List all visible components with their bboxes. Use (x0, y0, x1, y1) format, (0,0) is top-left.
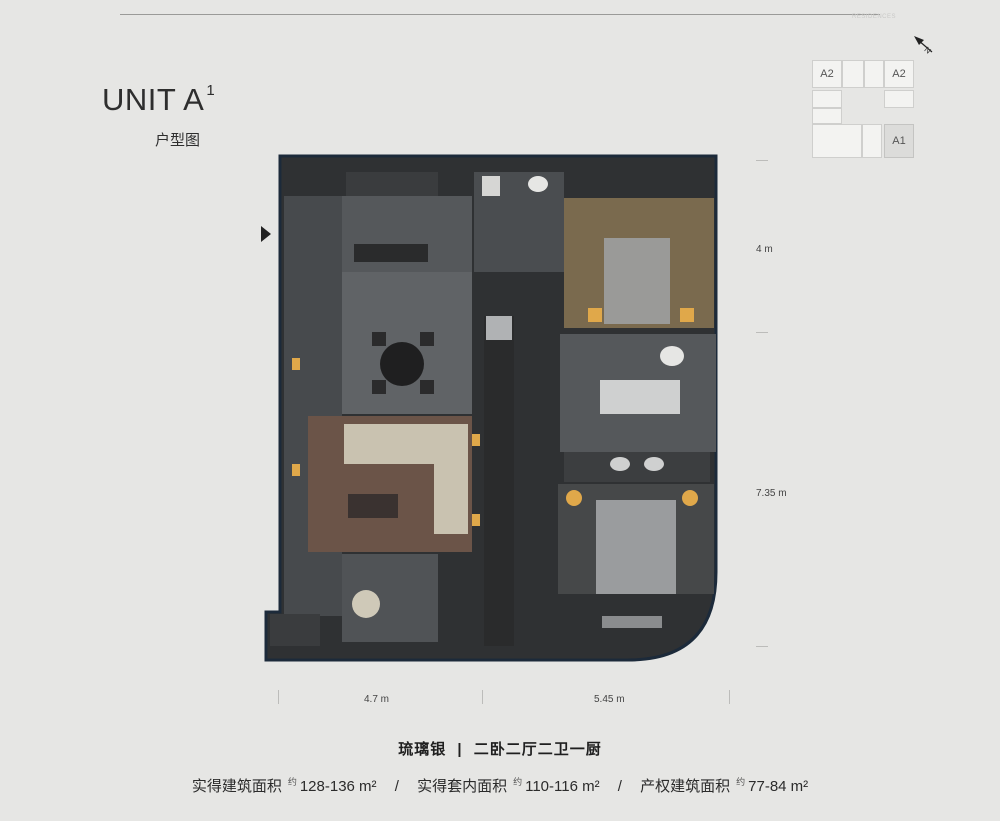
bathtub (600, 380, 680, 414)
bed-2 (596, 500, 676, 594)
floor-plan (264, 154, 718, 662)
tv-console (602, 616, 662, 628)
entrance-arrow-icon (261, 226, 271, 242)
approx-tag: 约 (287, 777, 297, 787)
dimension-bottom-left: 4.7 m (364, 694, 390, 705)
area-label: 实得建筑面积 (191, 778, 282, 795)
unit-layout: 二卧二厅二卫一厨 (473, 741, 602, 758)
area-label: 实得套内面积 (417, 778, 508, 795)
key-plan-cell: A2 (812, 60, 842, 88)
key-plan: A2 A2 A1 (812, 60, 914, 160)
dimension-tick (756, 332, 768, 333)
sink-1 (482, 176, 500, 196)
toilet-2 (660, 346, 684, 366)
area-value: 77-84 m² (748, 778, 809, 795)
coffee-table (348, 494, 398, 518)
key-plan-cell (812, 108, 842, 124)
key-plan-cell (812, 124, 862, 158)
key-plan-cell-label: A2 (892, 68, 906, 80)
vanity (564, 452, 710, 482)
dimension-tick (756, 646, 768, 647)
kitchen-island (354, 244, 428, 262)
armchair (352, 590, 380, 618)
area-label: 产权建筑面积 (640, 778, 731, 795)
dining-table (380, 342, 424, 386)
key-plan-cell (884, 90, 914, 108)
unit-type-line: 琉璃银 | 二卧二厅二卫一厨 (0, 738, 1000, 759)
entry-corridor (284, 196, 342, 616)
area-separator: / (617, 778, 622, 795)
service-shaft (484, 316, 514, 646)
approx-tag: 约 (736, 777, 746, 787)
kitchen-counter-top (346, 172, 438, 196)
lounge-window (270, 614, 320, 646)
dimension-tick (278, 690, 279, 704)
dimension-bottom-right: 5.45 m (594, 694, 625, 705)
area-separator: / (394, 778, 399, 795)
brand-watermark: RESIDENCES (852, 14, 897, 20)
plan-label: 户型图 (155, 132, 201, 149)
area-value: 110-116 m² (525, 778, 600, 795)
approx-tag: 约 (513, 777, 523, 787)
sofa (344, 424, 468, 534)
unit-type-name: 琉璃银 (398, 741, 447, 758)
toilet-1 (528, 176, 548, 192)
unit-type-divider: | (457, 741, 463, 758)
dimension-tick (756, 160, 768, 161)
dimension-tick (482, 690, 483, 704)
dimension-right-lower: 7.35 m (756, 488, 787, 499)
area-value: 128-136 m² (299, 778, 377, 795)
key-plan-cell-current: A1 (884, 124, 914, 158)
unit-title-superscript: 1 (206, 81, 216, 99)
dimension-right-upper: 4 m (756, 244, 773, 255)
dimension-tick (729, 690, 730, 704)
key-plan-cell (862, 124, 882, 158)
north-arrow-icon: N (914, 36, 933, 56)
key-plan-cell-label: A1 (892, 135, 906, 147)
key-plan-cell: A2 (884, 60, 914, 88)
unit-title-text: UNIT A (102, 82, 205, 117)
key-plan-cell-label: A2 (820, 68, 834, 80)
north-label: N (922, 45, 932, 56)
bed-1 (604, 238, 670, 324)
key-plan-cell (864, 60, 884, 88)
top-rule (120, 14, 880, 15)
key-plan-cell (812, 90, 842, 108)
key-plan-cell (842, 60, 864, 88)
